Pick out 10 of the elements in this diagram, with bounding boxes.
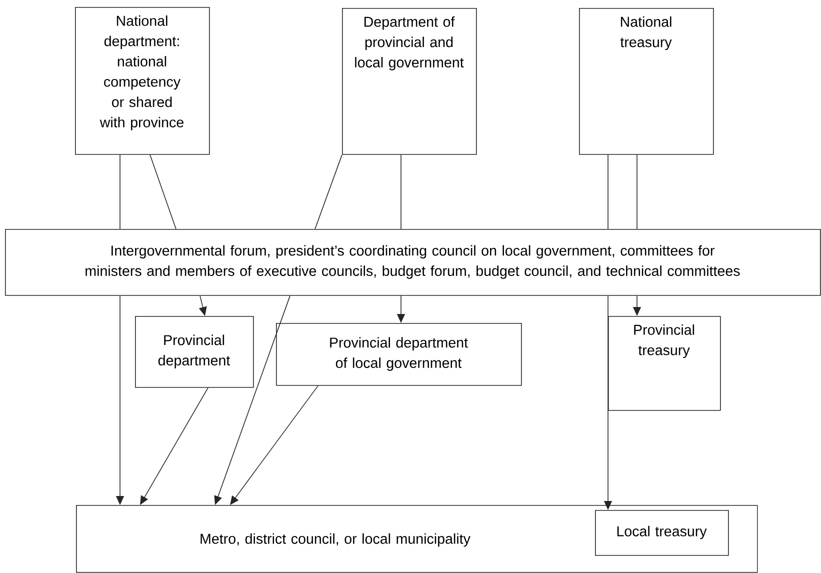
box: Provincial department of local government bbox=[276, 323, 522, 386]
arrow bbox=[230, 385, 318, 505]
box: Provincial department bbox=[135, 316, 254, 388]
box: Department of provincial and local government bbox=[342, 8, 477, 155]
box: Local treasury bbox=[595, 510, 729, 556]
box: National treasury bbox=[579, 8, 714, 155]
box: National department: national competency or shared with province bbox=[75, 7, 210, 155]
arrow bbox=[140, 387, 208, 505]
box: Intergovernmental forum, president’s coordinating council on local government, committees for ministers and members of executive councils, budget forum, budget council, and technical committees bbox=[5, 229, 821, 296]
box: Provincial treasury bbox=[608, 316, 721, 411]
